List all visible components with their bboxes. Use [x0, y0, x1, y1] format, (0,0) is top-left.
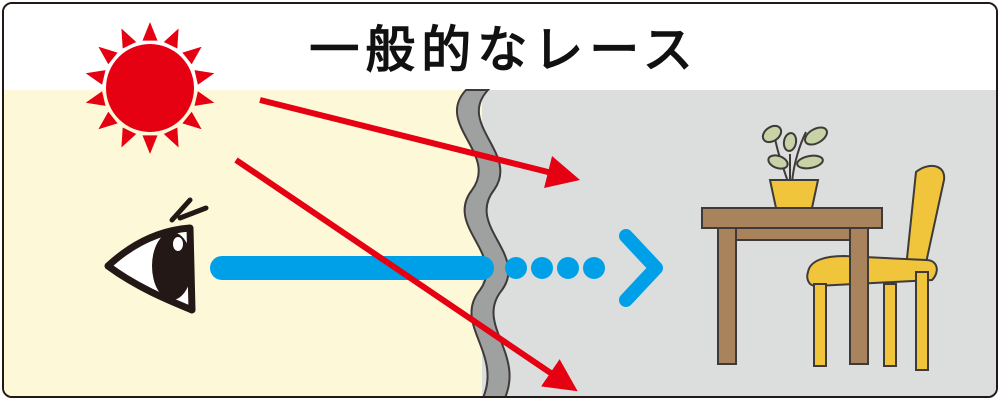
- sun-ray-spike: [98, 111, 118, 130]
- sun-ray-spike: [163, 127, 179, 148]
- sun-ray-spike: [142, 135, 158, 154]
- chair-icon: [806, 164, 946, 371]
- curtain-icon: [456, 89, 511, 396]
- sun-ray-spike: [194, 70, 215, 85]
- sun-icon: [85, 22, 215, 154]
- outside-area: [4, 90, 482, 396]
- sun-ray-arrow: [259, 97, 581, 189]
- eye-icon: [104, 197, 209, 314]
- sun-ray-spike: [98, 46, 118, 65]
- sun-ray-spike: [85, 91, 106, 106]
- sun-ray-spike: [194, 91, 215, 106]
- sun-ray-spike: [121, 28, 137, 49]
- sun-ray-spike: [121, 127, 137, 148]
- sun-ray-spike: [85, 70, 106, 85]
- sun-ray-spike: [182, 46, 202, 65]
- sun-ray-spike: [182, 111, 202, 130]
- table-icon: [701, 207, 883, 365]
- lace-curtain-diagram: [4, 4, 996, 396]
- sun-ray-arrow: [234, 157, 578, 392]
- potted-plant-icon: [761, 124, 828, 209]
- sun-ray-spike: [163, 28, 179, 49]
- line-of-sight: [210, 229, 663, 307]
- sun-ray-spike: [142, 22, 158, 41]
- page-title: 一般的なレース: [309, 21, 699, 79]
